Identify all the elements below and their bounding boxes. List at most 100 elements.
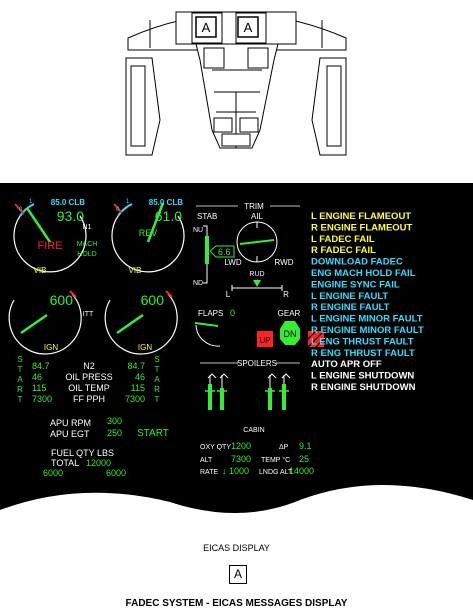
svg-text:R: R — [17, 385, 23, 394]
stab-green-band — [205, 236, 209, 264]
cas-message: L ENGINE FAULT — [311, 291, 388, 302]
mach-hold-line-2: HOLD — [77, 251, 96, 258]
cas-message: R ENGINE SHUTDOWN — [311, 382, 416, 393]
n2-left: 84.7 — [32, 361, 50, 371]
cockpit-box-left — [195, 16, 217, 38]
svg-text:9.1: 9.1 — [299, 441, 312, 451]
fuel-total: 12000 — [86, 458, 111, 468]
svg-text:25: 25 — [299, 454, 309, 464]
fuel-left: 6000 — [43, 468, 63, 478]
svg-text:S: S — [17, 355, 22, 364]
svg-text:ΔP: ΔP — [279, 444, 289, 451]
n1-mode-right: 85.0 CLB — [149, 198, 183, 207]
itt-redline-right — [165, 290, 173, 298]
itt-needle-right — [116, 313, 144, 335]
oil-temp-label: OIL TEMP — [68, 383, 110, 393]
gear-nose-dn — [280, 321, 300, 345]
cas-message: L ENGINE SHUTDOWN — [311, 371, 414, 382]
mach-hold-line-1: MACH — [77, 241, 98, 248]
rud-label: RUD — [249, 271, 264, 278]
itt-dial-right — [104, 293, 178, 355]
rev-indicator: REV — [139, 228, 158, 238]
svg-text:LNDG ALT: LNDG ALT — [259, 469, 293, 476]
rwd-label: RWD — [275, 258, 294, 267]
stab-label: STAB — [197, 212, 217, 221]
page-title: FADEC SYSTEM - EICAS MESSAGES DISPLAY — [125, 598, 348, 609]
ign-label-left: IGN — [44, 343, 58, 352]
cabin-labels: OXY QTY ALT RATE ΔP TEMP °C LNDG ALT — [200, 444, 293, 476]
flaps-label: FLAPS — [198, 309, 223, 318]
vib-label-left: VIB — [34, 266, 47, 275]
n1-redline-left — [14, 203, 25, 215]
trim-title: TRIM — [244, 202, 264, 211]
cas-message: L ENG THRUST FAULT — [311, 336, 414, 347]
svg-text:ALT: ALT — [200, 457, 213, 464]
fuel-block: FUEL QTY LBS TOTAL 12000 6000 6000 — [43, 448, 126, 478]
fuel-right: 6000 — [106, 468, 126, 478]
gear-dn-label: DN — [284, 329, 297, 339]
gear-left-up — [257, 331, 273, 347]
cockpit-box-left-label: A — [202, 20, 211, 35]
n1-arc-left — [19, 203, 35, 217]
n1-tick-0-right: 0 — [116, 207, 120, 213]
cabin-title: CABIN — [243, 427, 264, 434]
svg-text:14000: 14000 — [289, 466, 314, 476]
svg-text:A: A — [154, 375, 160, 384]
n1-needle-left — [25, 207, 52, 243]
itt-needle-left — [20, 313, 48, 335]
cabin-values: 1200 7300 ↓ 1000 9.1 25 14000 — [222, 441, 314, 476]
cas-message: R ENGINE FLAMEOUT — [311, 222, 413, 233]
itt-redline-left — [69, 290, 77, 298]
start-label-left: S T A R T — [17, 355, 23, 404]
spoiler-fills — [208, 384, 286, 410]
svg-text:T: T — [18, 365, 23, 374]
cas-message: R ENG THRUST FAULT — [311, 348, 415, 359]
cockpit-outline — [125, 11, 347, 156]
cas-message: R ENGINE FAULT — [311, 302, 390, 313]
cas-message: L FADEC FAIL — [311, 234, 375, 245]
cas-message: DOWNLOAD FADEC — [311, 257, 403, 268]
cas-message: ENGINE SYNC FAIL — [311, 279, 400, 290]
start-label-right: S T A R T — [154, 355, 160, 404]
n1-mode-left: 85.0 CLB — [51, 198, 85, 207]
rud-pointer — [253, 280, 261, 287]
n2-label: N2 — [83, 361, 95, 371]
apu-rpm: 300 — [107, 416, 122, 426]
n1-tick-1-left: 1 — [29, 199, 33, 205]
apu-status: START — [137, 428, 169, 439]
apu-rpm-label: APU RPM — [50, 418, 91, 428]
svg-text:↓ 1000: ↓ 1000 — [222, 466, 249, 476]
apu-block: APU RPM 300 APU EGT 250 START — [50, 416, 169, 439]
oil-press-label: OIL PRESS — [65, 372, 112, 382]
cas-message: R FADEC FAIL — [311, 245, 376, 256]
gear-transit-hatch — [307, 330, 325, 348]
svg-text:1200: 1200 — [231, 441, 251, 451]
itt-value-left: 600 — [50, 292, 74, 308]
n1-needle-right — [146, 202, 165, 243]
oil-temp-right: 115 — [131, 383, 145, 393]
cockpit-box-right — [237, 16, 259, 38]
lwd-label: LWD — [224, 258, 241, 267]
svg-text:R: R — [154, 385, 160, 394]
n1-arc-right — [117, 203, 133, 217]
apu-egt-label: APU EGT — [50, 429, 90, 439]
svg-text:T: T — [155, 365, 160, 374]
rud-l: L — [226, 290, 231, 299]
n1-redline-right — [113, 203, 123, 214]
flaps-arc — [195, 324, 221, 347]
eicas-display-label: EICAS DISPLAY — [203, 543, 270, 553]
ign-label-right: IGN — [138, 343, 152, 352]
svg-text:A: A — [17, 375, 23, 384]
oil-temp-left: 115 — [32, 383, 46, 393]
ail-needle — [239, 239, 275, 245]
n2-right: 84.7 — [127, 361, 145, 371]
n1-value-left: 93.0 — [57, 208, 84, 224]
svg-text:OXY QTY: OXY QTY — [200, 444, 231, 451]
flaps-value: 0 — [230, 308, 235, 318]
eicas-display-box: A — [229, 565, 247, 584]
svg-text:TEMP °C: TEMP °C — [261, 456, 290, 464]
itt-dial-left — [8, 293, 82, 355]
cas-message: L ENGINE FLAMEOUT — [311, 211, 411, 222]
